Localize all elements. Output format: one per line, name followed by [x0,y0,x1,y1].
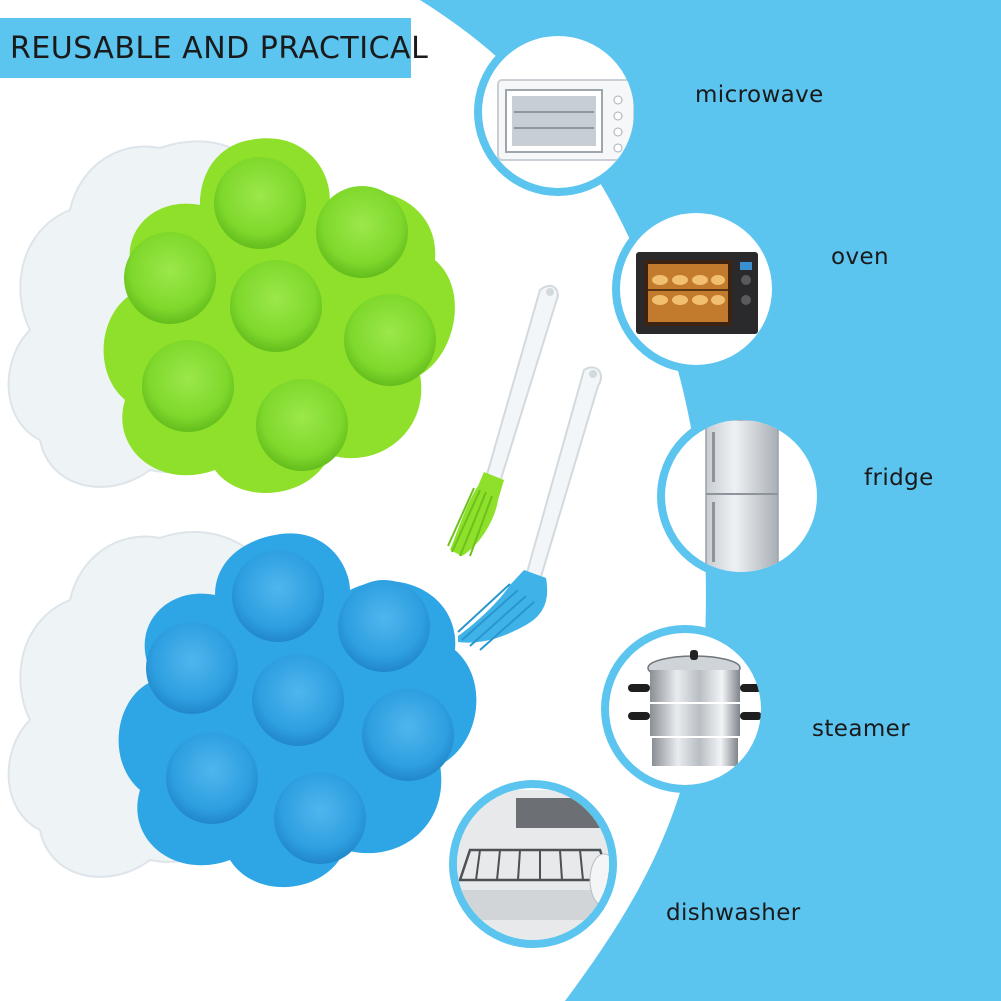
green-silicone-tray [103,138,455,493]
label-dishwasher: dishwasher [666,900,801,926]
steamer-circle [601,625,769,793]
oven-circle [612,205,780,373]
fridge-circle [657,412,825,580]
banner-title: REUSABLE AND PRACTICAL [10,30,429,66]
green-basting-brush [447,284,559,557]
banner-background [0,18,411,78]
microwave-circle [474,28,642,196]
blue-silicone-tray [118,533,477,888]
steamer-icon [628,650,761,766]
banner: REUSABLE AND PRACTICAL [0,18,428,78]
fridge-icon [705,420,779,572]
microwave-icon [497,79,634,161]
dishwasher-circle [449,780,617,948]
dishwasher-icon [457,790,609,940]
label-steamer: steamer [812,716,911,742]
blue-basting-brush [457,366,603,651]
label-microwave: microwave [695,82,824,108]
label-oven: oven [831,244,890,270]
oven-icon [636,252,758,334]
label-fridge: fridge [864,465,934,491]
